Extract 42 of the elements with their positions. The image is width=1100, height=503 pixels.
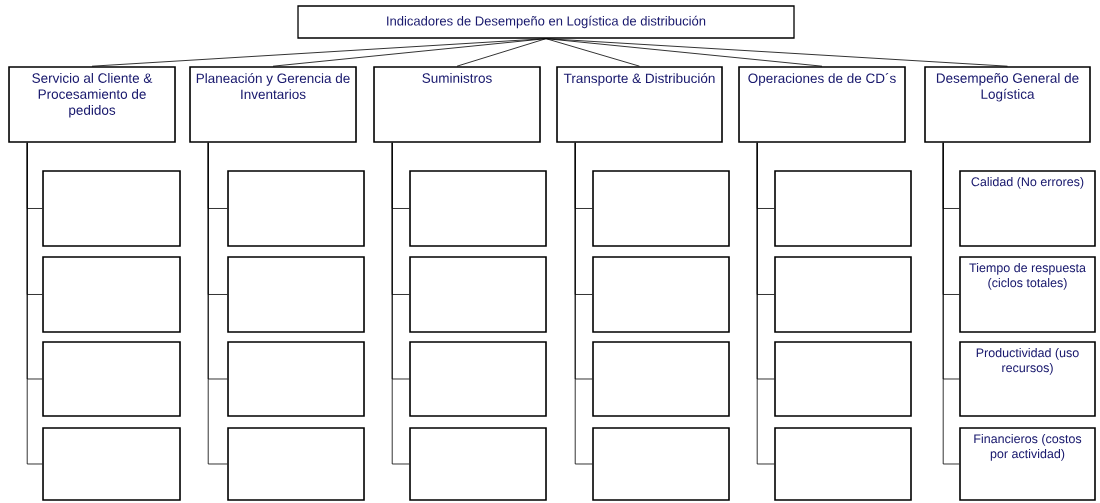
indicator-box (409, 170, 547, 247)
connector-line (756, 142, 775, 465)
connector-line (207, 142, 228, 465)
indicator-box (42, 341, 181, 417)
connector-line (391, 142, 410, 465)
connector-line (574, 142, 593, 465)
indicator-box: Tiempo de respuesta (ciclos totales) (959, 256, 1096, 333)
indicator-box (42, 170, 181, 247)
connector-line (942, 142, 960, 465)
indicator-box (227, 341, 365, 417)
indicator-box (409, 427, 547, 501)
connector-line (545, 38, 640, 67)
category-box: Planeación y Gerencia de Inventarios (189, 66, 357, 143)
indicator-box: Productividad (uso recursos) (959, 341, 1096, 417)
indicator-box (592, 341, 730, 417)
connector-line (545, 38, 823, 67)
indicator-box (592, 427, 730, 501)
indicator-box: Financieros (costos por actividad) (959, 427, 1096, 501)
indicator-box (409, 341, 547, 417)
connector-line (545, 38, 1008, 67)
connector-line (456, 38, 547, 67)
category-box: Suministros (373, 66, 541, 143)
indicator-box (774, 341, 912, 417)
indicator-box (42, 256, 181, 333)
connector-line (272, 38, 547, 67)
indicator-box (409, 256, 547, 333)
indicator-box (42, 427, 181, 501)
indicator-box (227, 427, 365, 501)
indicator-box (227, 170, 365, 247)
category-box: Servicio al Cliente & Procesamiento de pedidos (8, 66, 176, 143)
indicator-box (774, 256, 912, 333)
category-box: Operaciones de de CD´s (738, 66, 906, 143)
category-box: Transporte & Distribución (556, 66, 723, 143)
indicator-box (774, 170, 912, 247)
indicator-box (592, 256, 730, 333)
title-box: Indicadores de Desempeño en Logística de distribución (297, 5, 795, 39)
indicator-box (227, 256, 365, 333)
category-box: Desempeño General de Logística (924, 66, 1091, 143)
indicator-box: Calidad (No errores) (959, 170, 1096, 247)
indicator-box (592, 170, 730, 247)
connector-line (26, 142, 43, 465)
indicator-box (774, 427, 912, 501)
